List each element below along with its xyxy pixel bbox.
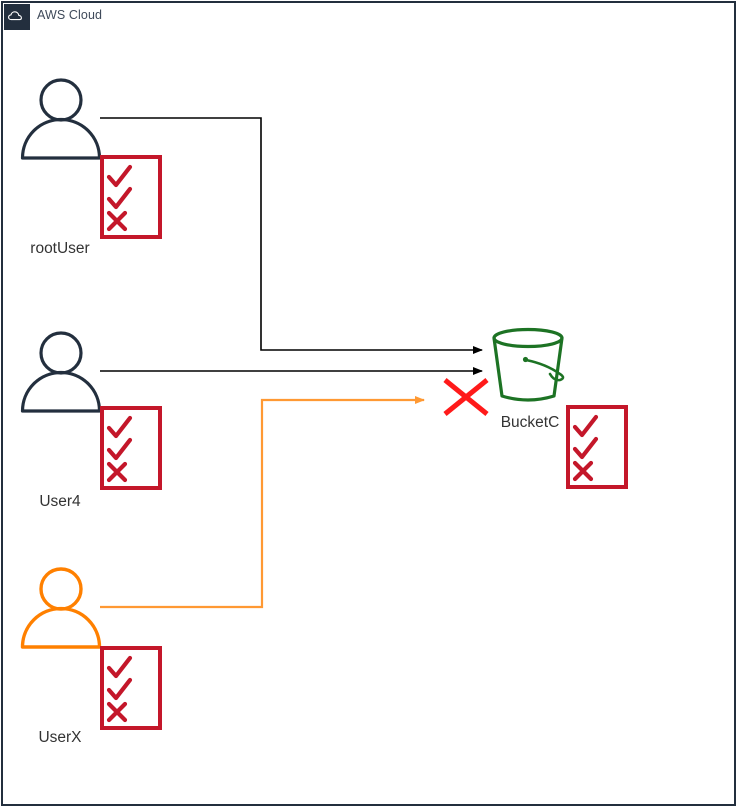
aws-cloud-icon bbox=[4, 4, 30, 30]
policy-card-user4[interactable] bbox=[100, 406, 162, 490]
s3-bucket-icon bbox=[492, 327, 565, 402]
user-icon bbox=[20, 78, 102, 160]
actor-label-root-user: rootUser bbox=[30, 240, 90, 257]
policy-card-bucket-c[interactable] bbox=[566, 405, 628, 489]
policy-rows-icon bbox=[106, 415, 133, 483]
s3-bucket-c[interactable]: BucketC bbox=[488, 326, 572, 431]
bucket-label: BucketC bbox=[500, 414, 560, 431]
user-icon bbox=[20, 331, 102, 413]
actor-label-user-x: UserX bbox=[38, 729, 82, 746]
policy-rows-icon bbox=[106, 164, 133, 232]
policy-card-user-x[interactable] bbox=[100, 646, 162, 730]
actor-label-user4: User4 bbox=[39, 493, 81, 510]
user-icon bbox=[20, 567, 102, 649]
actor-root-user[interactable]: rootUser bbox=[20, 78, 102, 257]
policy-rows-icon bbox=[572, 414, 599, 482]
policy-rows-icon bbox=[106, 655, 133, 723]
actor-user4[interactable]: User4 bbox=[20, 331, 102, 510]
actor-user-x[interactable]: UserX bbox=[20, 567, 102, 746]
policy-card-root-user[interactable] bbox=[100, 155, 162, 239]
access-denied-x-icon bbox=[441, 376, 491, 418]
connector-user-x-to-bucket bbox=[100, 396, 425, 609]
aws-cloud-label: AWS Cloud bbox=[37, 8, 103, 22]
connector-root-user-to-bucket bbox=[100, 117, 483, 354]
